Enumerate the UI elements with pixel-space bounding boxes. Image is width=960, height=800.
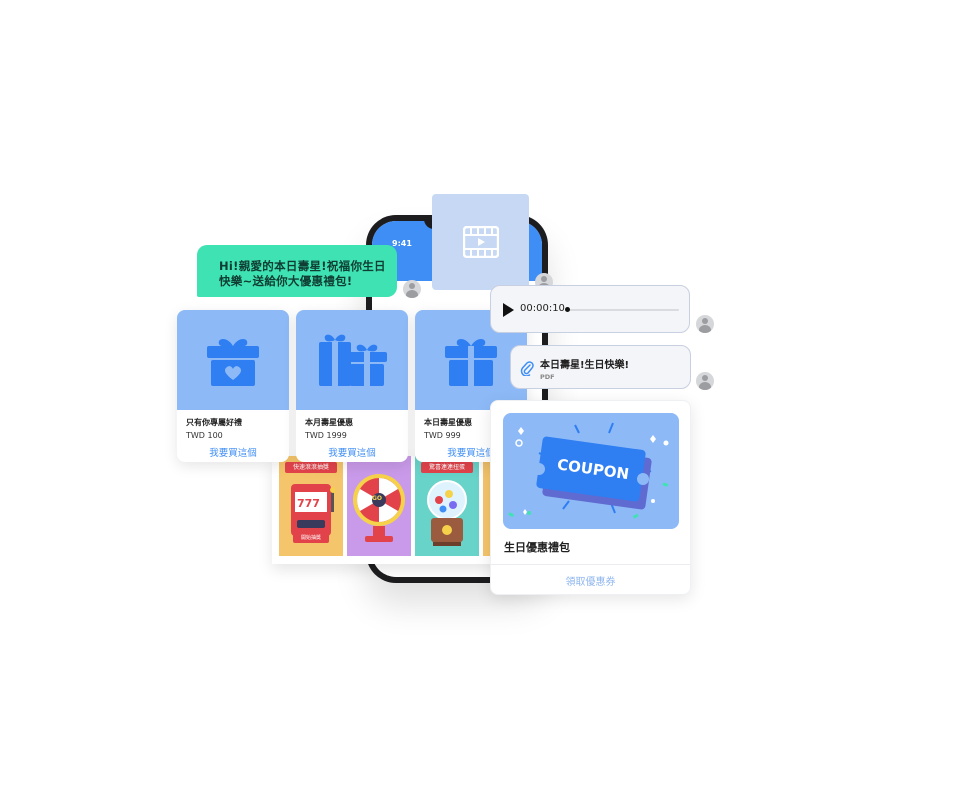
game-card-wheel[interactable]: GO: [347, 456, 411, 556]
game-card-gacha[interactable]: 驚喜連連扭蛋: [415, 456, 479, 556]
game-label: 快速滾滾抽獎: [285, 462, 337, 473]
video-film-icon: [462, 226, 499, 258]
product-name: 只有你專屬好禮: [186, 418, 242, 427]
product-name: 本月壽星優惠: [305, 418, 353, 427]
divider: [491, 564, 690, 565]
avatar: [696, 372, 714, 390]
file-type: PDF: [540, 373, 555, 381]
game-card-slot[interactable]: 快速滾滾抽獎 777 開始抽獎: [279, 456, 343, 556]
video-message[interactable]: [432, 194, 529, 290]
file-title: 本日壽星!生日快樂!: [540, 360, 630, 371]
greeting-text: Hi!親愛的本日壽星!祝福你生日快樂~送給你大優惠禮包!: [219, 259, 386, 288]
phone-time: 9:41: [392, 239, 412, 248]
slot-machine-icon: 777: [291, 484, 335, 536]
wheel-go-label: GO: [372, 495, 383, 502]
paperclip-icon: [520, 361, 534, 376]
product-price: TWD 100: [186, 431, 223, 440]
product-price: TWD 999: [424, 431, 461, 440]
product-card[interactable]: 本月壽星優惠 TWD 1999 我要買這個: [296, 310, 408, 462]
product-card[interactable]: 只有你專屬好禮 TWD 100 我要買這個: [177, 310, 289, 462]
file-message[interactable]: 本日壽星!生日快樂! PDF: [510, 345, 691, 389]
audio-progress-knob[interactable]: [565, 307, 570, 312]
audio-time: 00:00:10: [520, 303, 565, 314]
product-price: TWD 1999: [305, 431, 347, 440]
greeting-bubble: Hi!親愛的本日壽星!祝福你生日快樂~送給你大優惠禮包!: [197, 245, 397, 297]
svg-text:777: 777: [297, 497, 320, 510]
gift-heart-icon: [207, 339, 259, 386]
claim-coupon-button[interactable]: 領取優惠券: [565, 577, 616, 588]
audio-progress-track[interactable]: [565, 309, 679, 311]
product-image: [177, 310, 289, 410]
game-start-button[interactable]: 開始抽獎: [293, 534, 329, 543]
gifts-icon: [319, 334, 387, 386]
play-icon[interactable]: [503, 303, 514, 317]
buy-button[interactable]: 我要買這個: [328, 448, 376, 459]
avatar: [696, 315, 714, 333]
product-image: [296, 310, 408, 410]
audio-message: 00:00:10: [490, 285, 690, 333]
coupon-ticket-icon: COUPON: [508, 422, 669, 519]
game-carousel: 快速滾滾抽獎 777 開始抽獎 GO 驚喜連連扭蛋: [272, 456, 512, 564]
buy-button[interactable]: 我要買這個: [209, 448, 257, 459]
game-label: 驚喜連連扭蛋: [421, 462, 473, 473]
prize-wheel-icon: [353, 474, 405, 542]
coupon-image: COUPON: [503, 413, 679, 529]
gift-icon: [445, 339, 497, 386]
coupon-title: 生日優惠禮包: [504, 541, 570, 554]
product-name: 本日壽星優惠: [424, 418, 472, 427]
coupon-card: COUPON 生日優惠禮包 領取優惠券: [490, 400, 691, 595]
gacha-machine-icon: [427, 480, 467, 546]
buy-button[interactable]: 我要買這個: [447, 448, 495, 459]
avatar: [403, 280, 421, 298]
